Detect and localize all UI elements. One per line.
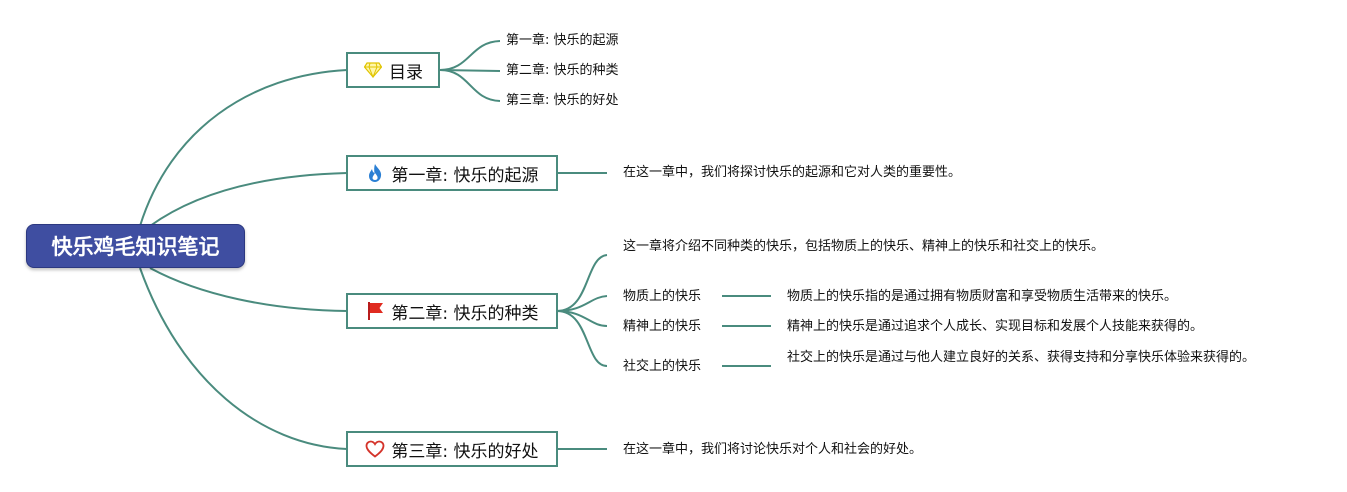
chapter-2-item-2[interactable]: 精神上的快乐 (623, 319, 702, 334)
connector-toc-item-1 (439, 40, 501, 71)
connector-toc-item-2 (439, 69, 501, 72)
chapter-2-item-1[interactable]: 物质上的快乐 (623, 289, 702, 304)
chapter-2-item-3[interactable]: 社交上的快乐 (623, 359, 702, 374)
chapter-3-note[interactable]: 在这一章中，我们将讨论快乐对个人和社会的好处。 (623, 442, 923, 457)
topic-chapter-2[interactable]: 第二章: 快乐的种类 (346, 293, 558, 329)
topic-chapter-3-label: 第三章: 快乐的好处 (391, 441, 539, 462)
fire-icon (365, 163, 385, 183)
connector-ch2-intro (556, 254, 608, 312)
toc-item-3[interactable]: 第三章: 快乐的好处 (506, 93, 619, 108)
connector-root-ch1 (149, 172, 348, 227)
diamond-icon (363, 60, 383, 80)
topic-chapter-3[interactable]: 第三章: 快乐的好处 (346, 431, 558, 467)
connector-root-ch2 (149, 267, 348, 312)
chapter-2-desc-3[interactable]: 社交上的快乐是通过与他人建立良好的关系、获得支持和分享快乐体验来获得的。 (787, 350, 1256, 365)
chapter-2-desc-2[interactable]: 精神上的快乐是通过追求个人成长、实现目标和发展个人技能来获得的。 (787, 319, 1204, 334)
connector-ch2-item-1 (556, 295, 608, 312)
root-topic[interactable]: 快乐鸡毛知识笔记 (26, 224, 245, 268)
toc-item-1[interactable]: 第一章: 快乐的起源 (506, 33, 619, 48)
connector-ch2-item-2 (556, 310, 608, 327)
connector-toc-item-3 (439, 69, 501, 102)
topic-toc[interactable]: 目录 (346, 52, 440, 88)
topic-toc-label: 目录 (389, 62, 423, 83)
chapter-1-note[interactable]: 在这一章中，我们将探讨快乐的起源和它对人类的重要性。 (623, 165, 962, 180)
topic-chapter-2-label: 第二章: 快乐的种类 (391, 303, 539, 324)
toc-item-2[interactable]: 第二章: 快乐的种类 (506, 63, 619, 78)
chapter-2-desc-1[interactable]: 物质上的快乐指的是通过拥有物质财富和享受物质生活带来的快乐。 (787, 289, 1178, 304)
topic-chapter-1[interactable]: 第一章: 快乐的起源 (346, 155, 558, 191)
heart-icon (365, 439, 385, 459)
chapter-2-intro[interactable]: 这一章将介绍不同种类的快乐，包括物质上的快乐、精神上的快乐和社交上的快乐。 (623, 239, 1105, 254)
connector-root-toc (139, 69, 348, 227)
topic-chapter-1-label: 第一章: 快乐的起源 (391, 165, 539, 186)
connector-root-ch3 (139, 267, 348, 450)
connector-ch2-item-3 (556, 310, 608, 367)
flag-icon (365, 301, 385, 321)
